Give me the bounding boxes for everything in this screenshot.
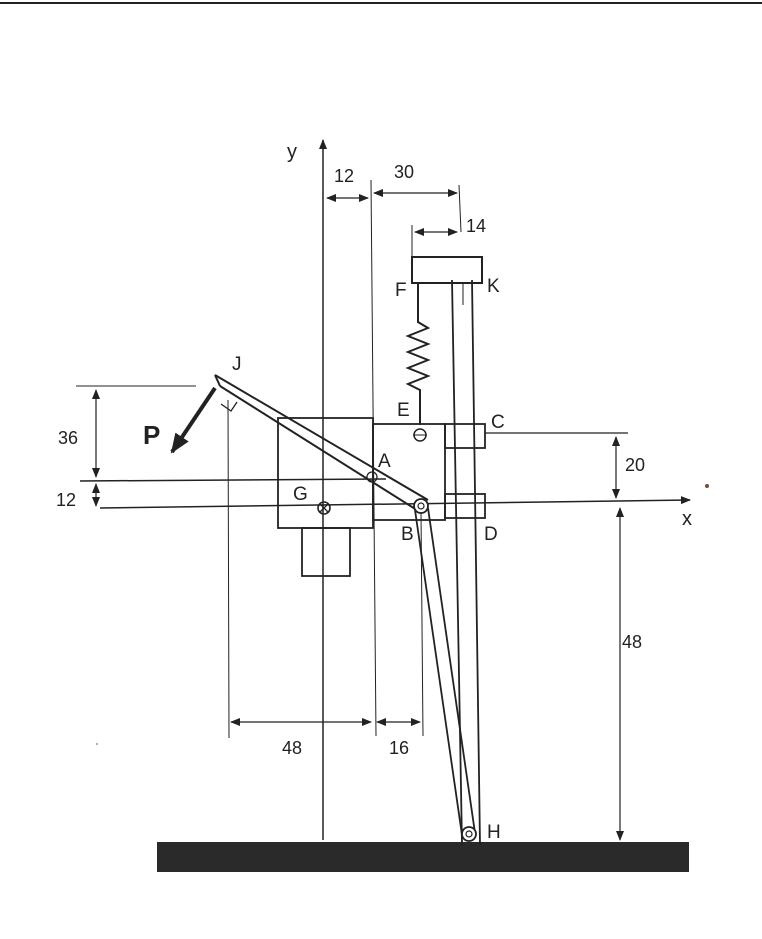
y-axis-label: y [287, 141, 297, 163]
rod-left-edge [451, 279, 463, 846]
line-A-horizontal [79, 478, 387, 482]
ground-bar [157, 842, 689, 872]
pin-H [461, 826, 477, 842]
label-J: J [232, 354, 242, 375]
link-BH-left [414, 509, 463, 836]
guide-line-A [370, 179, 377, 737]
scan-speck [96, 743, 98, 745]
rod-centerline [458, 184, 462, 233]
label-G: G [293, 484, 308, 505]
guide-line-B [420, 511, 424, 737]
label-E: E [397, 400, 410, 421]
guide-D [444, 493, 486, 519]
pin-B-inner [417, 502, 425, 510]
label-K: K [487, 276, 500, 297]
x-axis [99, 496, 691, 509]
label-D: D [484, 524, 498, 545]
right-angle-mark [220, 401, 238, 412]
top-block-FK [411, 256, 483, 284]
lever-edge-top [214, 374, 429, 501]
pin-A [366, 471, 378, 483]
label-A: A [378, 451, 391, 472]
label-C: C [491, 412, 505, 433]
link-BH-right [427, 507, 476, 834]
cg-cross-2 [319, 503, 329, 513]
pin-H-inner [465, 830, 473, 838]
label-H: H [487, 822, 501, 843]
dim-top-12: 12 [334, 166, 354, 186]
label-F: F [395, 280, 407, 301]
dim-right-20: 20 [625, 455, 645, 475]
dim-left-36: 36 [58, 428, 78, 448]
center-of-gravity-G [317, 501, 331, 515]
scan-speck [705, 484, 709, 488]
lever-end-J [214, 374, 221, 387]
force-P-label: P [143, 420, 160, 450]
dim-top-14: 14 [466, 216, 486, 236]
dim-top-30: 30 [394, 162, 414, 182]
body-block-lower [301, 527, 351, 577]
force-line-of-action [227, 399, 230, 739]
dim-bottom-16: 16 [389, 738, 409, 758]
dim-left-12: 12 [56, 490, 76, 510]
pin-B [413, 498, 429, 514]
guide-C [444, 423, 486, 449]
rod-right-edge [471, 279, 481, 846]
x-axis-label: x [682, 508, 692, 530]
force-P-arrow [170, 386, 217, 454]
dim-right-48: 48 [622, 632, 642, 652]
spring [405, 283, 431, 425]
lever-edge-bottom [219, 385, 421, 513]
label-B: B [401, 524, 414, 545]
dim-bottom-48: 48 [282, 738, 302, 758]
